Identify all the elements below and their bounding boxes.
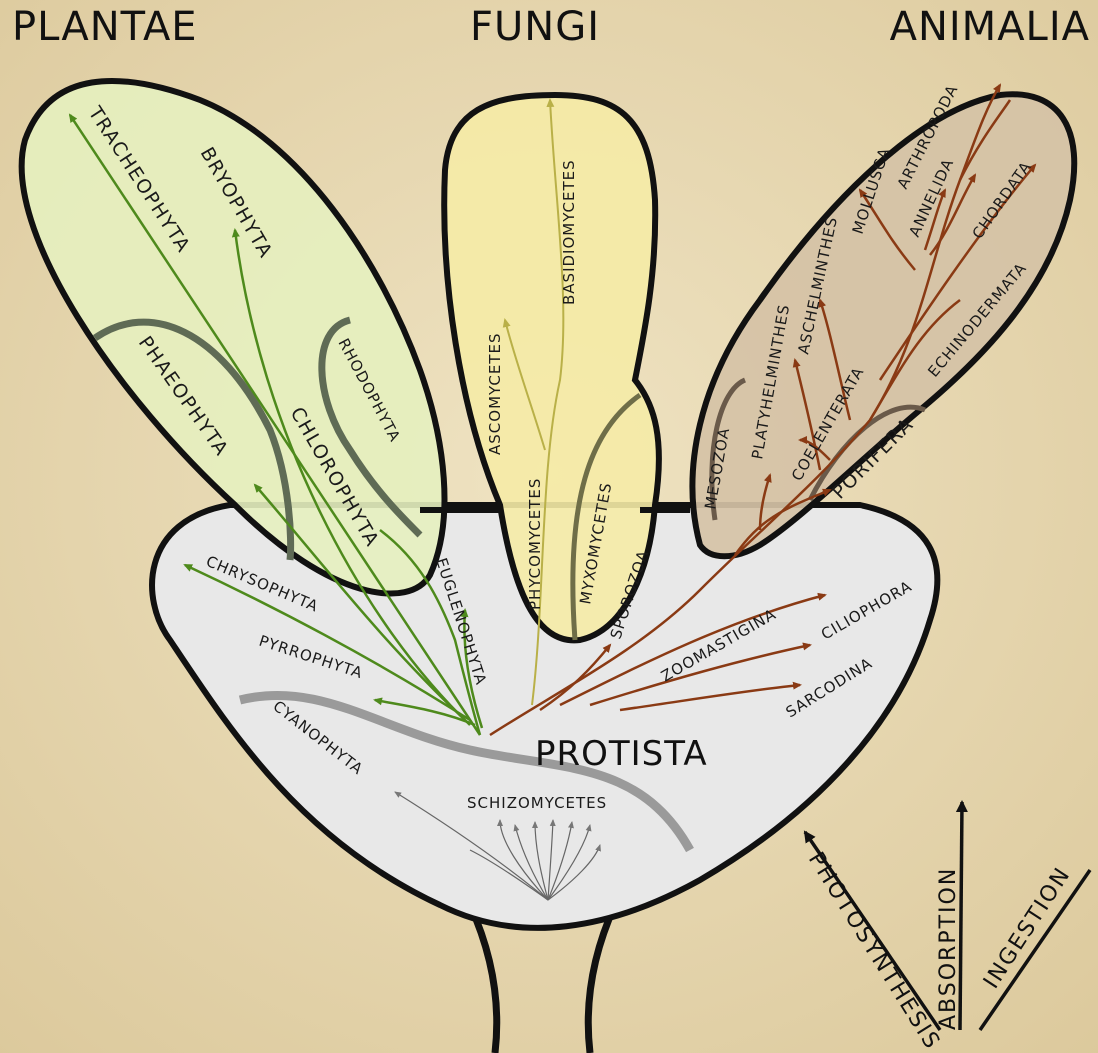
kingdom-animalia-title: ANIMALIA (890, 4, 1090, 50)
kingdom-protista-title: PROTISTA (535, 734, 708, 774)
kingdom-fungi-title: FUNGI (470, 4, 600, 50)
label-basidiomycetes: BASIDIOMYCETES (560, 159, 578, 305)
label-absorption: ABSORPTION (936, 867, 961, 1030)
label-ascomycetes: ASCOMYCETES (486, 333, 504, 455)
label-schizomycetes: SCHIZOMYCETES (467, 794, 607, 812)
label-phycomycetes: PHYCOMYCETES (526, 478, 544, 610)
kingdom-plantae-title: PLANTAE (12, 4, 198, 50)
